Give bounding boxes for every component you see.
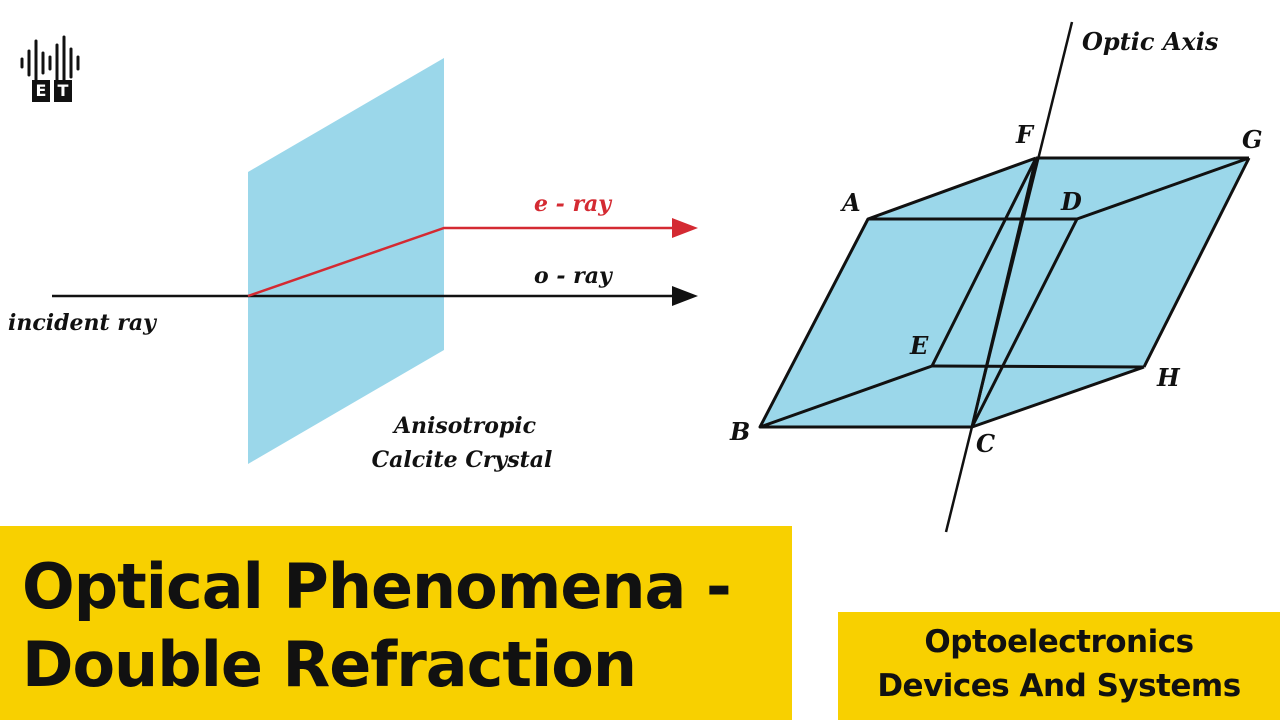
vertex-label-e: E — [909, 331, 929, 360]
e-ray-arrowhead — [672, 218, 698, 238]
calcite-rhombohedron — [758, 21, 1251, 533]
e-ray-line — [247, 226, 676, 298]
incident-ray-label: incident ray — [8, 310, 158, 336]
e-ray-label: e - ray — [534, 191, 613, 217]
crystal-label-line1: Anisotropic — [392, 413, 537, 439]
logo-letter-t: T — [54, 80, 72, 102]
course-line2: Devices And Systems — [877, 668, 1241, 704]
optic-axis-line — [944, 21, 1074, 533]
title-line2: Double Refraction — [22, 628, 637, 701]
vertex-label-g: G — [1242, 125, 1263, 154]
et-logo — [20, 35, 80, 91]
sound-wave-icon — [20, 35, 80, 91]
vertex-label-c: C — [976, 429, 995, 458]
crystal-label-line2: Calcite Crystal — [372, 447, 553, 473]
course-text: Optoelectronics Devices And Systems — [838, 620, 1280, 708]
o-ray-label: o - ray — [534, 263, 614, 289]
title-text: Optical Phenomena - Double Refraction — [22, 548, 792, 704]
title-line1: Optical Phenomena - — [22, 550, 732, 623]
course-banner — [838, 612, 1280, 720]
vertex-label-a: A — [840, 188, 861, 217]
logo-letter-e: E — [32, 80, 50, 102]
course-line1: Optoelectronics — [924, 624, 1194, 660]
title-banner — [0, 526, 792, 720]
optic-axis-label: Optic Axis — [1082, 27, 1219, 56]
vertex-label-h: H — [1156, 363, 1181, 392]
o-ray-arrowhead — [672, 286, 698, 306]
vertex-label-d: D — [1060, 187, 1082, 216]
vertex-label-b: B — [729, 417, 750, 446]
vertex-label-f: F — [1015, 120, 1035, 149]
logo-letters: E T — [32, 80, 72, 104]
